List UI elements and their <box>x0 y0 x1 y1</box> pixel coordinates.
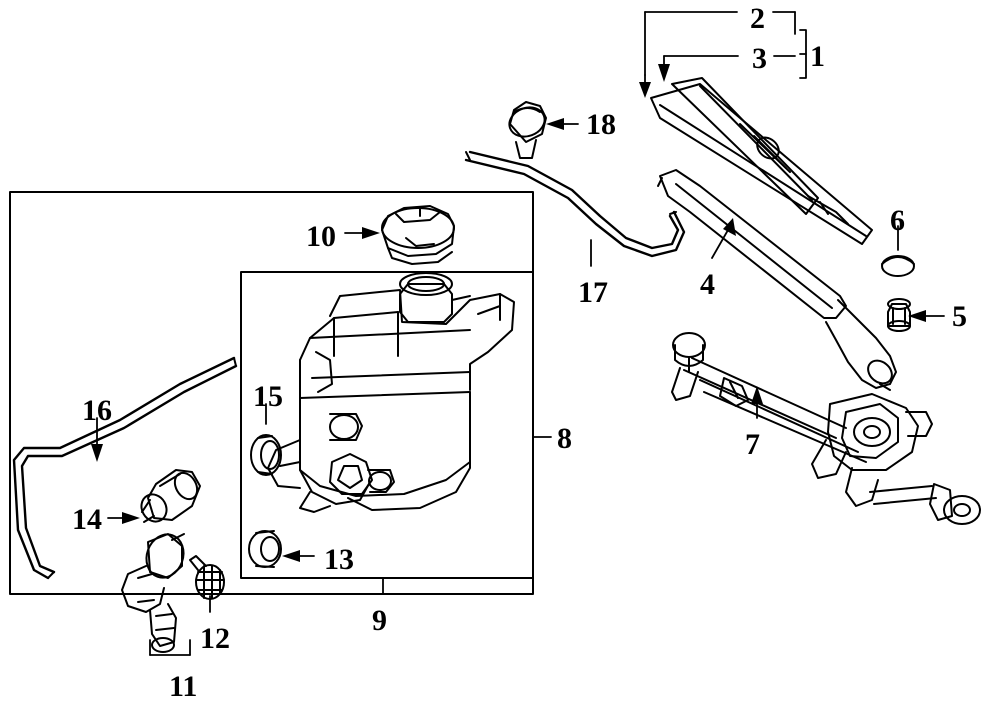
leader-5 <box>908 310 945 322</box>
callout-14: 14 <box>72 503 102 536</box>
callout-5: 5 <box>952 300 967 333</box>
part-wiper-blade <box>650 77 873 245</box>
callout-7: 7 <box>745 428 760 461</box>
leader-11 <box>149 639 191 656</box>
callout-17: 17 <box>578 276 608 309</box>
part-17-hose <box>464 150 686 258</box>
part-13-grommet <box>248 530 282 568</box>
callout-16: 16 <box>82 394 112 427</box>
callout-4: 4 <box>700 268 715 301</box>
part-9-tank <box>267 272 515 513</box>
callout-9: 9 <box>372 604 387 637</box>
callout-8: 8 <box>557 422 572 455</box>
part-15-grommet <box>250 434 282 476</box>
part-7-linkage <box>671 332 981 525</box>
leader-13 <box>282 550 315 562</box>
callout-3: 3 <box>752 42 767 75</box>
callout-13: 13 <box>324 543 354 576</box>
leader-2 <box>639 11 796 98</box>
callout-18: 18 <box>586 108 616 141</box>
leader-1 <box>799 29 807 79</box>
part-10-cap <box>381 205 455 265</box>
callout-1: 1 <box>810 40 825 73</box>
part-18-nozzle <box>508 101 547 159</box>
part-11-pump <box>121 533 185 653</box>
leader-14 <box>107 512 140 524</box>
group-box-9 <box>240 271 534 579</box>
callout-12: 12 <box>200 622 230 655</box>
leader-18 <box>546 118 579 130</box>
leader-3 <box>658 55 796 82</box>
part-14-sensor <box>140 469 201 523</box>
callout-15: 15 <box>253 380 283 413</box>
part-wiper-arm-4 <box>657 169 897 389</box>
callout-11: 11 <box>169 670 198 703</box>
part-5-nut <box>887 298 911 332</box>
part-16-hose <box>12 356 238 580</box>
callout-6: 6 <box>890 204 905 237</box>
part-6-cap <box>881 255 915 277</box>
part-12-filter <box>189 555 225 600</box>
leader-10 <box>344 227 380 239</box>
callout-2: 2 <box>750 2 765 35</box>
callout-10: 10 <box>306 220 336 253</box>
